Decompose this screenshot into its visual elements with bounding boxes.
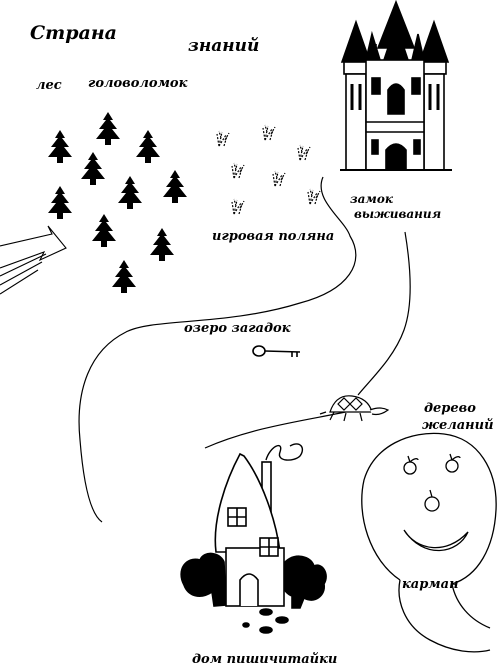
turtle-icon	[319, 395, 390, 422]
tree-label-line2: желаний	[422, 418, 494, 433]
castle-label-line1: замок	[350, 192, 393, 206]
forest-label-line2: головоломок	[88, 76, 188, 91]
tree-label-line1: дерево	[424, 401, 476, 416]
castle	[340, 0, 452, 171]
castle-label-line2: выживания	[354, 207, 442, 221]
key-icon	[252, 345, 301, 357]
map-title-line1: Страна	[30, 22, 117, 44]
map-title-line2: знаний	[188, 36, 260, 56]
forest-trees	[48, 112, 187, 293]
entrance-arrow	[0, 225, 67, 295]
reader-house	[180, 443, 327, 634]
wish-tree-face	[361, 432, 497, 653]
pocket-label: карман	[402, 577, 459, 592]
meadow-tufts	[216, 124, 321, 215]
meadow-label: игровая поляна	[212, 229, 335, 244]
lake-label: озеро загадок	[184, 321, 291, 336]
winding-path	[78, 176, 411, 523]
forest-label-line1: лес	[36, 78, 62, 93]
house-label: дом пишичитайки	[192, 652, 338, 667]
